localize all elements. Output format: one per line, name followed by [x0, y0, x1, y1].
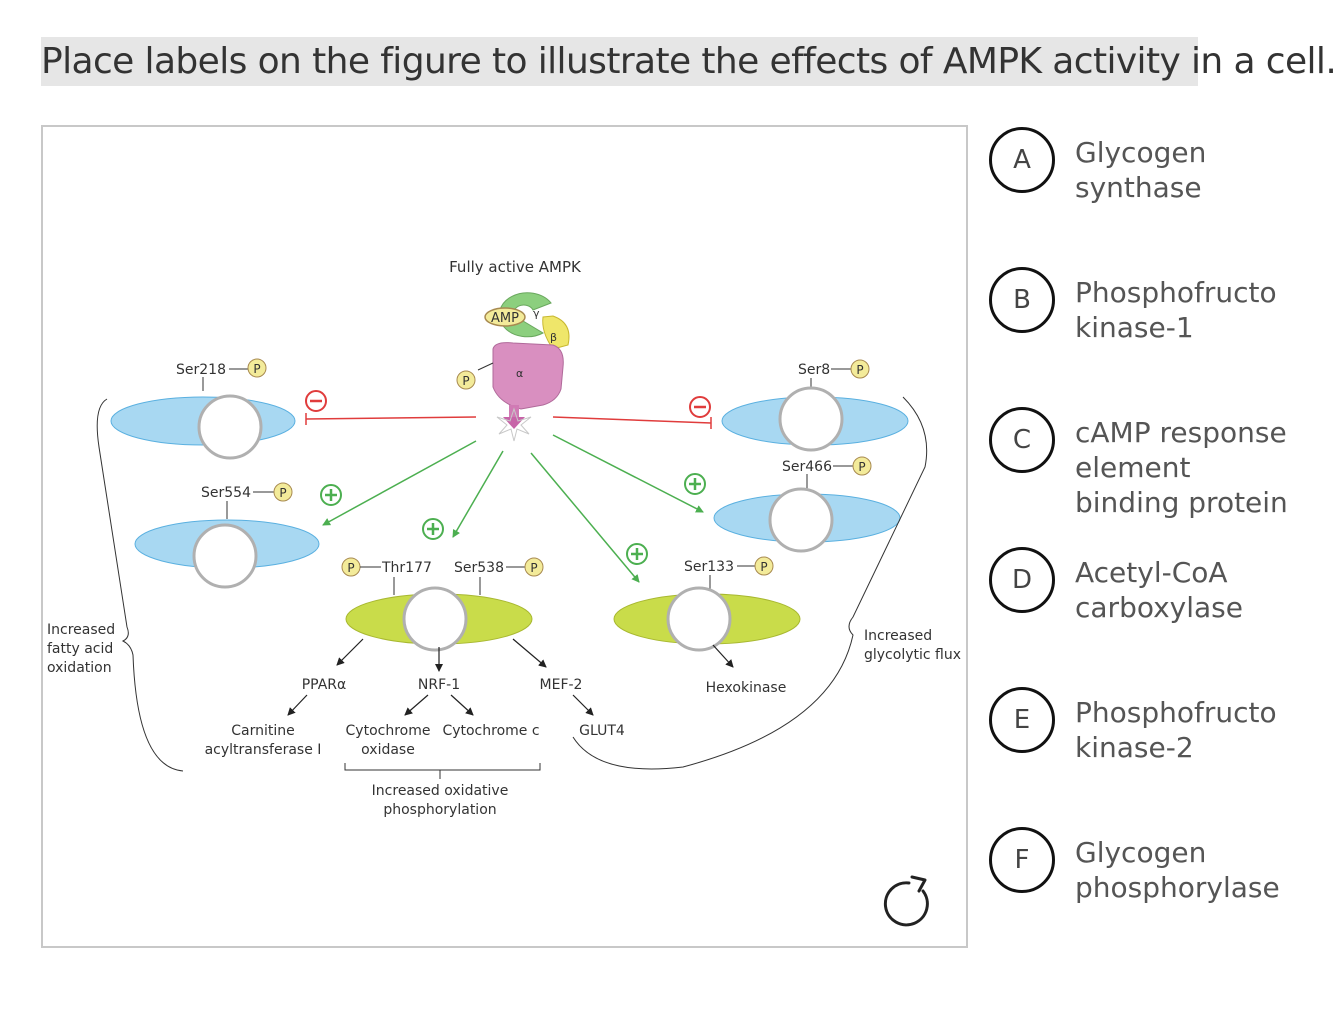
- thr177-label: Thr177: [381, 560, 432, 576]
- svg-text:P: P: [858, 460, 865, 474]
- oxphos-label-2: phosphorylation: [383, 802, 496, 818]
- drop-target-ser8[interactable]: [778, 386, 844, 452]
- alpha-p-link: [477, 362, 494, 371]
- plus-icon-left: [320, 484, 342, 506]
- fatty-acid-bracket: [96, 398, 184, 772]
- drop-target-ser218[interactable]: [197, 394, 263, 460]
- ampk-diagram: Fully active AMPK AMP γ β α P: [47, 258, 961, 818]
- ser554-label: Ser554: [201, 485, 251, 501]
- option-e-letter: E: [989, 687, 1055, 753]
- ser218-phosphate: [247, 358, 267, 378]
- carnitine-label-1: Carnitine: [231, 723, 295, 739]
- activate-arrow-center: [452, 450, 504, 538]
- cytochrome-c-label: Cytochrome c: [442, 723, 539, 739]
- fatty-acid-label-3: oxidation: [47, 660, 112, 676]
- drop-target-ser133[interactable]: [666, 586, 732, 652]
- option-c-text: cAMP response element binding protein: [1075, 416, 1288, 519]
- oxphos-bracket: [344, 763, 541, 771]
- rotate-cw-icon: [883, 875, 929, 927]
- ser538-label: Ser538: [454, 560, 504, 576]
- fatty-acid-label-2: fatty acid: [47, 641, 113, 657]
- ser8-phosphate: [850, 359, 870, 379]
- ser466-phosphate: [852, 456, 872, 476]
- activate-arrow-left: [322, 440, 477, 526]
- plus-icon-center: [422, 518, 444, 540]
- option-f-text: Glycogen phosphorylase: [1075, 836, 1280, 904]
- question-text: Place labels on the figure to illustrate…: [41, 37, 1334, 86]
- svg-text:P: P: [530, 561, 537, 575]
- option-a-text: Glycogen synthase: [1075, 136, 1207, 204]
- cytochrome-oxidase-label-2: oxidase: [361, 742, 415, 758]
- ser554-phosphate: [273, 482, 293, 502]
- drop-target-center[interactable]: [402, 586, 468, 652]
- hexokinase-label: Hexokinase: [706, 680, 787, 696]
- minus-icon-left: [305, 390, 327, 412]
- nrf1-label: NRF-1: [418, 677, 460, 693]
- alpha-phosphate-label: P: [462, 374, 469, 388]
- mef2-label: MEF-2: [540, 677, 583, 693]
- svg-text:P: P: [760, 560, 767, 574]
- svg-text:P: P: [279, 486, 286, 500]
- alpha-phosphate: [456, 370, 476, 390]
- option-d-letter: D: [989, 547, 1055, 613]
- inhibit-line-left: [305, 416, 477, 420]
- ser133-phosphate: [754, 556, 774, 576]
- glut4-label: GLUT4: [579, 723, 625, 739]
- ser133-label: Ser133: [684, 559, 734, 575]
- ser8-label: Ser8: [798, 362, 830, 378]
- drop-target-ser554[interactable]: [192, 523, 258, 589]
- svg-text:P: P: [253, 362, 260, 376]
- option-c-letter: C: [989, 407, 1055, 473]
- plus-icon-right: [684, 473, 706, 495]
- inhibit-line-right: [552, 416, 712, 424]
- option-e-text: Phosphofructo kinase-2: [1075, 696, 1277, 764]
- option-a-letter: A: [989, 127, 1055, 193]
- amp-label: AMP: [491, 311, 519, 326]
- gamma-label: γ: [533, 307, 540, 320]
- drop-target-ser466[interactable]: [768, 487, 834, 553]
- activation-burst: [496, 407, 532, 442]
- beta-label: β: [550, 331, 557, 344]
- cytochrome-oxidase-label-1: Cytochrome: [346, 723, 431, 739]
- option-b-text: Phosphofructo kinase-1: [1075, 276, 1277, 344]
- ser466-label: Ser466: [782, 459, 832, 475]
- alpha-stem: [509, 405, 519, 419]
- alpha-arrowhead: [503, 417, 525, 429]
- ser218-label: Ser218: [176, 362, 226, 378]
- alpha-subunit: [492, 342, 564, 410]
- fatty-acid-label-1: Increased: [47, 622, 115, 638]
- activate-arrow-lower-right: [530, 452, 640, 583]
- ampk-title: Fully active AMPK: [449, 258, 582, 276]
- reset-button[interactable]: [879, 871, 939, 931]
- glycolytic-label-1: Increased: [864, 628, 932, 644]
- plus-icon-lower-right: [626, 543, 648, 565]
- oxphos-label-1: Increased oxidative: [372, 783, 509, 799]
- alpha-label: α: [516, 367, 523, 380]
- carnitine-label-2: acyltransferase I: [205, 742, 322, 758]
- ser538-phosphate: [524, 557, 544, 577]
- glycolytic-label-2: glycolytic flux: [864, 647, 961, 663]
- amp-badge: [484, 307, 526, 327]
- svg-text:P: P: [856, 363, 863, 377]
- activate-arrow-right: [552, 434, 704, 513]
- minus-icon-right: [689, 396, 711, 418]
- glycolytic-bracket: [572, 396, 928, 770]
- option-f-letter: F: [989, 827, 1055, 893]
- ppar-label: PPARα: [302, 677, 347, 693]
- diagram-panel: Fully active AMPK AMP γ β α P: [41, 125, 968, 948]
- option-b-letter: B: [989, 267, 1055, 333]
- option-d-text: Acetyl-CoA carboxylase: [1075, 556, 1243, 624]
- svg-text:P: P: [347, 561, 354, 575]
